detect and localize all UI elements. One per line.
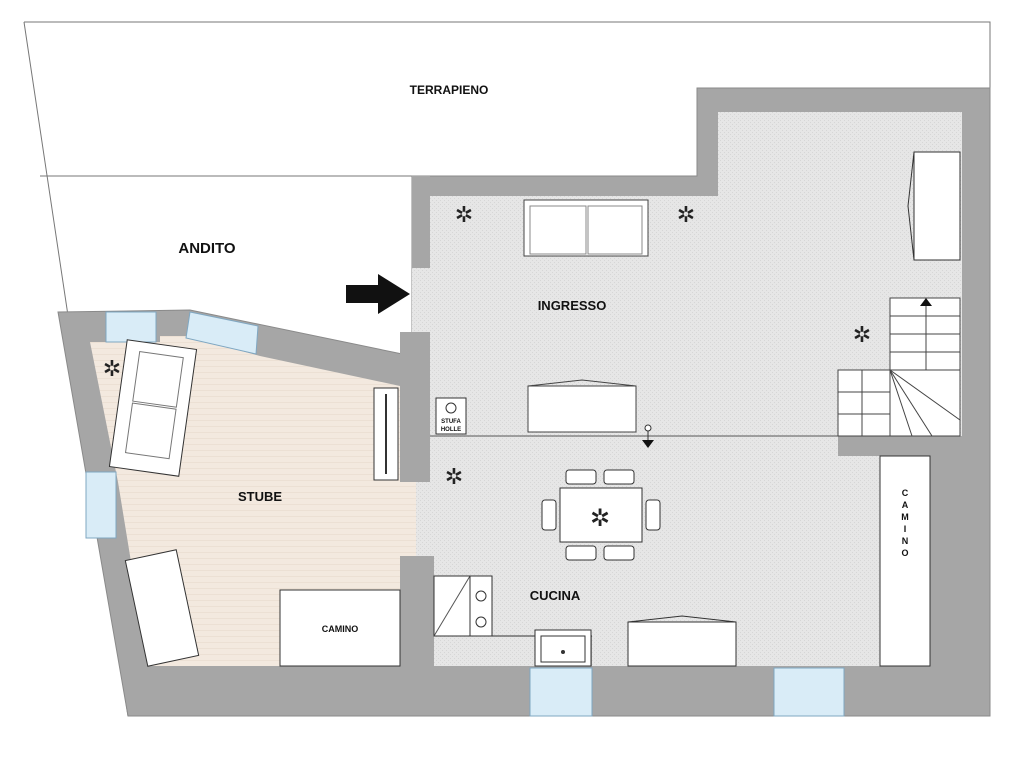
svg-text:✲: ✲: [103, 357, 121, 382]
light-fixture-icon: [642, 424, 654, 448]
sink-icon: [534, 629, 592, 667]
kitchen-west-wall: [400, 556, 434, 666]
stube-fireplace: [279, 589, 401, 667]
svg-text:✲: ✲: [455, 203, 473, 228]
stufa-icon: [435, 397, 467, 435]
label-stube: STUBE: [238, 489, 282, 504]
sofa-icon: [523, 199, 649, 257]
dining-table-icon: ✲: [541, 469, 661, 561]
svg-text:✲: ✲: [590, 504, 610, 532]
staircase-icon: [837, 297, 961, 437]
kitchen-cabinet-icon: [627, 615, 737, 667]
stube-east-wall: [400, 332, 430, 482]
svg-text:✲: ✲: [445, 465, 463, 490]
svg-text:✲: ✲: [853, 323, 871, 348]
cabinet-icon: [527, 379, 637, 433]
stube-window-northeast: [185, 311, 259, 355]
door-opening: [412, 268, 430, 332]
kitchen-counter-icon: [433, 575, 493, 637]
label-camino-stube: CAMINO: [322, 624, 359, 634]
stube-window-north: [105, 311, 157, 343]
kitchen-window-left: [529, 667, 593, 717]
label-andito: ANDITO: [178, 240, 236, 257]
label-camino-cucina: CAMINO: [900, 488, 910, 560]
kitchen-window-right: [773, 667, 845, 717]
tv-icon: [373, 387, 399, 481]
stufa-label-line1: STUFA: [441, 419, 461, 425]
stube-sofa-icon: [108, 339, 198, 477]
stube-window-west: [85, 471, 117, 539]
ingresso-left-wall: [412, 176, 430, 268]
plant-icon: ✲ ✲ ✲ ✲ ✲: [103, 203, 871, 490]
label-terrapieno: TERRAPIENO: [410, 83, 489, 97]
wardrobe-icon: [907, 151, 961, 261]
kitchen-fireplace: [879, 455, 931, 667]
stube-cabinet-icon: [124, 549, 200, 667]
label-cucina: CUCINA: [530, 588, 581, 603]
label-ingresso: INGRESSO: [538, 298, 607, 313]
stufa-label-line2: HOLLE: [441, 427, 461, 433]
svg-text:✲: ✲: [677, 203, 695, 228]
entrance-arrow-icon: [346, 274, 410, 314]
